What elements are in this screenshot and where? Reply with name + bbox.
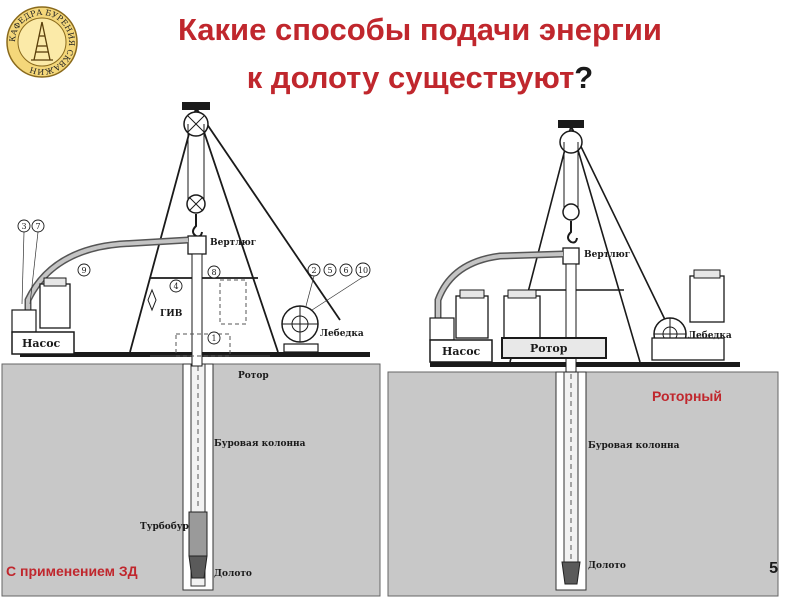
title-line-2: к долоту существуют?: [60, 54, 780, 102]
right-label-rotor: Ротор: [530, 342, 568, 355]
left-label-pump: Насос: [22, 337, 61, 350]
left-label-rotor: Ротор: [238, 371, 269, 381]
right-rotor-table: [501, 337, 607, 359]
page-number: 5: [769, 560, 778, 577]
left-pump-tank: [11, 309, 37, 333]
right-winch-motor: [689, 275, 725, 323]
right-hook-icon: [567, 221, 578, 244]
title-question-mark: ?: [574, 60, 594, 95]
callout-5: 5: [327, 266, 332, 275]
callout-1: 1: [211, 334, 216, 343]
caption-rotary: Роторный: [652, 388, 722, 404]
right-label-pump: Насос: [442, 345, 481, 358]
left-label-turbodrill: Турбобур: [140, 521, 189, 532]
drilling-rig-emblem-icon: [31, 21, 53, 61]
title-line-1: Какие способы подачи энергии: [178, 12, 662, 47]
right-rotor-motor: [503, 295, 541, 339]
left-label-winch: Лебедка: [320, 328, 364, 339]
left-label-drill-string: Буровая колонна: [214, 439, 306, 449]
callout-6: 6: [343, 266, 348, 275]
left-label-giv: ГИВ: [160, 309, 183, 319]
right-label-winch: Лебедка: [688, 330, 732, 341]
right-kelly: [565, 263, 577, 373]
right-crown-sheave: [559, 130, 583, 154]
left-bit: [188, 555, 208, 579]
left-label-bit: Долото: [214, 569, 252, 579]
left-label-swivel: Вертлюг: [210, 238, 256, 248]
right-diagram: Вертлюг Лебедка Насос Ротор Буровая коло…: [387, 120, 779, 597]
title-line-2-text: к долоту существуют: [246, 60, 575, 95]
right-bit: [561, 561, 581, 585]
right-pump-tank: [429, 317, 455, 341]
right-traveling-block: [562, 203, 580, 221]
left-diagram: 3 7 9 4 8 1 2 5 6 10 Вертлюг Лебедка Нас…: [1, 102, 381, 597]
right-crown-block: [558, 120, 584, 128]
left-swivel: [187, 235, 207, 255]
caption-with-downhole-motor: С применением ЗД: [6, 563, 138, 579]
right-pump-box: [429, 339, 493, 363]
left-derrick: [129, 107, 341, 353]
left-pump-box: [11, 331, 75, 355]
callout-2: 2: [311, 266, 316, 275]
callout-3: 3: [21, 222, 26, 231]
slide-title: Какие способы подачи энергии к долоту су…: [60, 6, 780, 102]
left-pump-motor: [39, 283, 71, 329]
right-derrick: [509, 125, 671, 363]
callout-7: 7: [35, 222, 40, 231]
right-pump-motor-1: [455, 295, 489, 339]
right-label-swivel: Вертлюг: [584, 250, 630, 260]
callout-9: 9: [81, 266, 86, 275]
left-crown-block: [182, 102, 210, 110]
giv-icon: [147, 288, 157, 312]
callout-4: 4: [173, 282, 178, 291]
right-rig-floor: [430, 362, 740, 367]
logo-emblem: КАФЕДРА БУРЕНИЯ СКВАЖИН: [6, 6, 78, 78]
left-turbodrill: [188, 511, 208, 557]
left-kelly: [191, 253, 203, 367]
right-label-bit: Долото: [588, 561, 626, 571]
right-label-drill-string: Буровая колонна: [588, 441, 680, 451]
right-swivel: [562, 247, 580, 265]
left-hook-icon: [192, 214, 203, 238]
callout-10: 10: [358, 266, 368, 275]
callout-8: 8: [211, 268, 216, 277]
